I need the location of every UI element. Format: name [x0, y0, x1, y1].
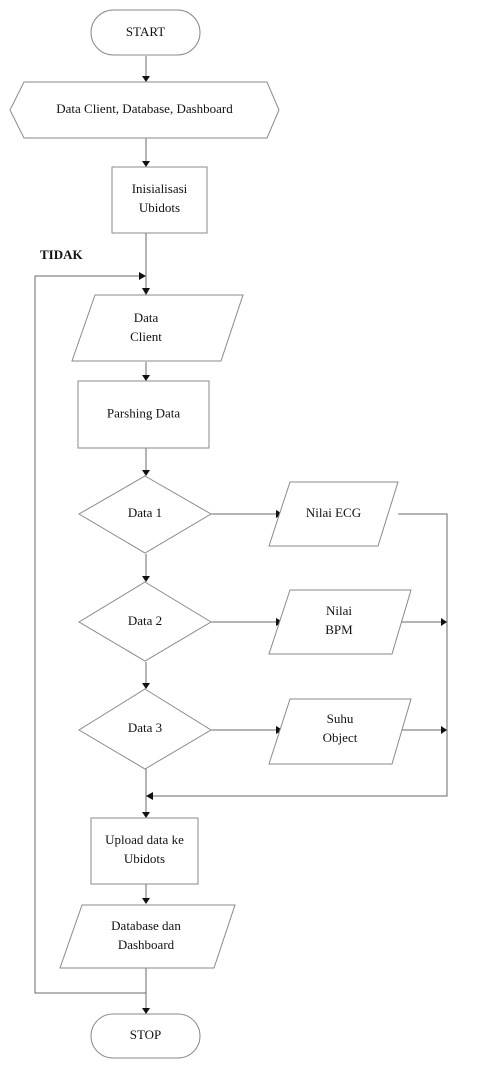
ubidots-init-label-line2: Ubidots — [139, 200, 180, 215]
parsing-label: Parshing Data — [107, 405, 181, 420]
loop-back-label: TIDAK — [40, 247, 84, 262]
arrowhead — [441, 726, 447, 734]
arrowhead — [142, 1008, 150, 1014]
stop-terminator — [90, 1013, 201, 1059]
data-client-io — [71, 294, 244, 362]
ecg-output-io — [268, 481, 399, 547]
data2-label: Data 2 — [128, 613, 162, 628]
data3-label: Data 3 — [128, 720, 162, 735]
arrowhead — [142, 161, 150, 167]
arrowhead — [142, 288, 150, 295]
db-dashboard-io — [59, 904, 236, 969]
arrowhead — [142, 470, 150, 476]
edge-ecg-to-collector — [153, 513, 448, 797]
db-dashboard-label-line2: Dashboard — [118, 937, 175, 952]
ubidots-init-label-line1: Inisialisasi — [132, 181, 188, 196]
upload-label-line1: Upload data ke — [105, 832, 184, 847]
parsing-process — [77, 380, 210, 449]
suhu-output-label-line1: Suhu — [327, 711, 354, 726]
data1-label: Data 1 — [128, 505, 162, 520]
bpm-output-label-line1: Nilai — [326, 603, 352, 618]
arrowhead — [142, 76, 150, 82]
arrowhead — [139, 272, 146, 280]
suhu-output-label-line2: Object — [323, 730, 358, 745]
connectors — [34, 56, 448, 1014]
data-client-label-line1: Data — [134, 310, 159, 325]
db-dashboard-label-line1: Database dan — [111, 918, 181, 933]
arrowhead — [142, 683, 150, 689]
arrowhead — [142, 812, 150, 818]
init-data-preparation — [9, 81, 280, 139]
arrowhead — [142, 375, 150, 381]
data3-decision — [78, 688, 212, 770]
start-label: START — [126, 24, 165, 39]
edge-loop-back — [34, 275, 146, 994]
data1-decision — [78, 475, 212, 554]
ubidots-init-process — [111, 166, 208, 234]
stop-label: STOP — [130, 1027, 162, 1042]
ecg-output-label: Nilai ECG — [306, 505, 361, 520]
data2-decision — [78, 581, 212, 662]
start-terminator — [90, 9, 201, 56]
upload-process — [90, 817, 199, 885]
upload-label-line2: Ubidots — [124, 851, 165, 866]
arrowhead — [142, 898, 150, 904]
bpm-output-label-line2: BPM — [325, 622, 353, 637]
init-data-label: Data Client, Database, Dashboard — [56, 101, 233, 116]
data-client-label-line2: Client — [130, 329, 162, 344]
arrowhead — [441, 618, 447, 626]
bpm-output-io — [268, 589, 412, 655]
suhu-output-io — [268, 698, 412, 765]
arrowhead — [142, 576, 150, 582]
arrowhead — [146, 792, 153, 800]
